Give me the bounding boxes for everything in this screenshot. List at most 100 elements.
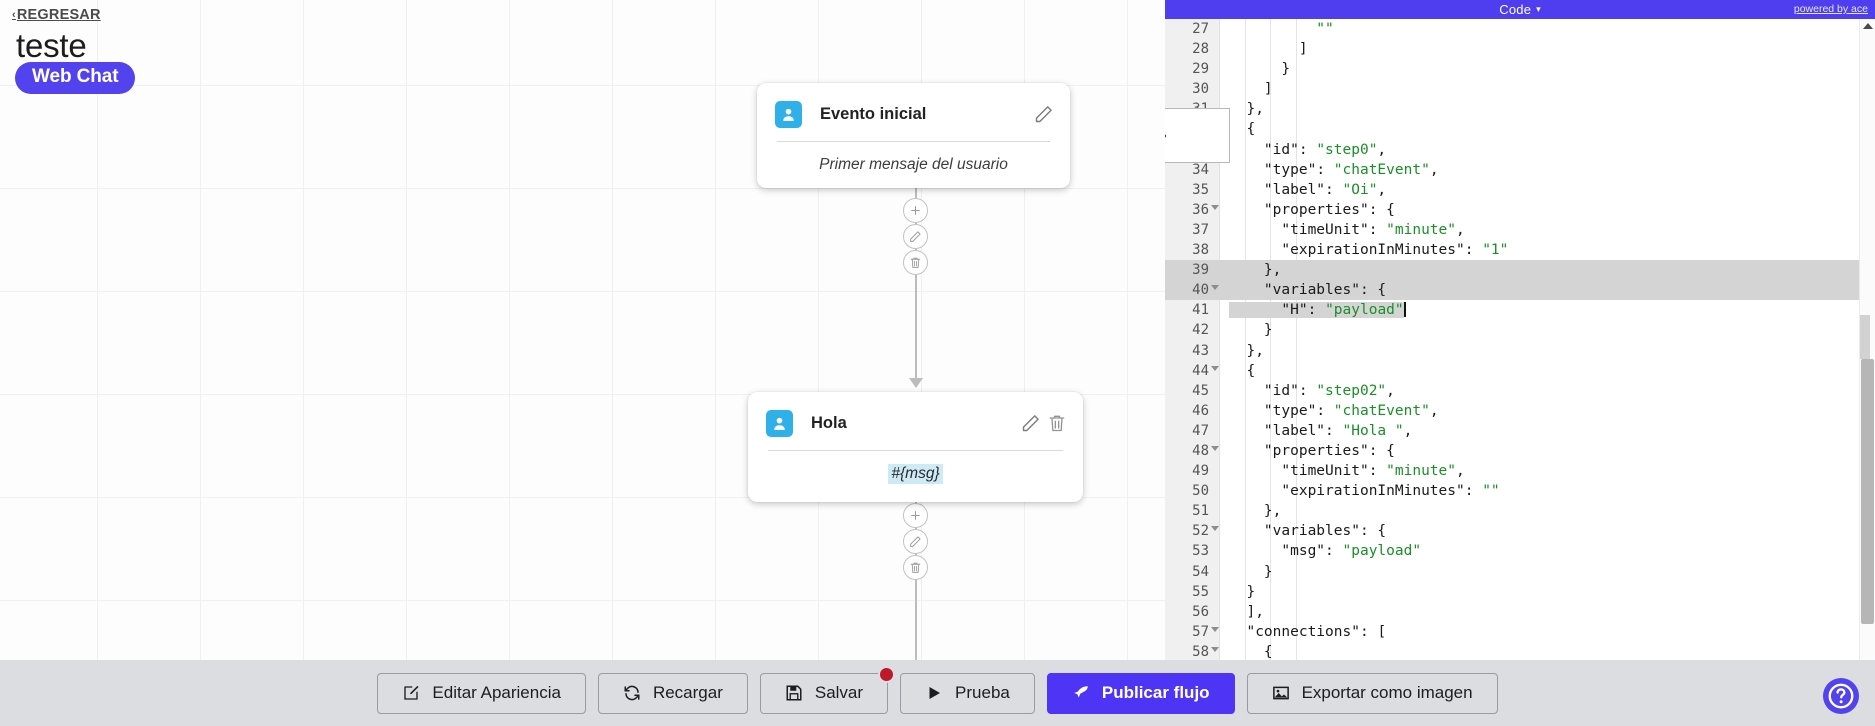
code-line[interactable]: 38 "expirationInMinutes": "1" — [1165, 240, 1875, 260]
export-image-button[interactable]: Exportar como imagen — [1246, 672, 1498, 714]
delete-connection-button[interactable] — [903, 250, 928, 275]
line-number: 43 — [1192, 342, 1209, 359]
code-line[interactable]: 54 } — [1165, 562, 1875, 582]
powered-by-link[interactable]: powered by ace — [1793, 3, 1868, 15]
code-text: } — [1229, 563, 1273, 580]
node-edit-icon[interactable] — [1034, 104, 1054, 124]
back-link[interactable]: ‹ REGRESAR — [12, 7, 101, 23]
refresh-icon — [623, 684, 641, 702]
code-line[interactable]: 56 ], — [1165, 602, 1875, 622]
scrollbar-thumb[interactable] — [1861, 359, 1874, 624]
flow-node-hola[interactable]: Hola #{msg} — [748, 392, 1083, 502]
code-text: "label": "Oi", — [1263, 181, 1387, 198]
save-button[interactable]: Salvar — [759, 665, 896, 714]
code-line[interactable]: 35 "label": "Oi", — [1165, 180, 1875, 200]
line-number: 41 — [1192, 302, 1209, 319]
code-line[interactable]: 28 ] — [1165, 39, 1875, 59]
line-number: 55 — [1192, 583, 1209, 600]
line-number: 37 — [1192, 221, 1209, 238]
code-line[interactable]: 40 "variables": { — [1165, 280, 1875, 301]
code-line[interactable]: 43 }, — [1165, 341, 1875, 361]
code-lines[interactable]: 27 ""28 ]29 }30 ]31 },32 {33 "id": "step… — [1165, 19, 1875, 660]
code-line[interactable]: 55 } — [1165, 582, 1875, 602]
fold-arrow-icon[interactable] — [1211, 365, 1219, 371]
code-editor[interactable]: 27 ""28 ]29 }30 ]31 },32 {33 "id": "step… — [1165, 19, 1875, 660]
code-line[interactable]: 32 { — [1165, 119, 1875, 139]
chevron-down-icon[interactable]: ▾ — [1536, 4, 1541, 14]
node-edit-icon[interactable] — [1021, 413, 1041, 433]
code-line[interactable]: 30 ] — [1165, 79, 1875, 99]
code-line[interactable]: 41 "H": "payload" — [1165, 300, 1875, 320]
line-number: 30 — [1192, 81, 1209, 98]
code-line[interactable]: 48 "properties": { — [1165, 441, 1875, 461]
fold-arrow-icon[interactable] — [1211, 204, 1219, 210]
code-line[interactable]: 36 "properties": { — [1165, 200, 1875, 220]
editor-scrollbar[interactable] — [1859, 19, 1875, 660]
fold-arrow-icon[interactable] — [1211, 646, 1219, 652]
code-line[interactable]: 50 "expirationInMinutes": "" — [1165, 481, 1875, 501]
line-number: 48 — [1192, 442, 1209, 459]
code-line[interactable]: 46 "type": "chatEvent", — [1165, 401, 1875, 421]
code-text: } — [1229, 583, 1256, 600]
code-line[interactable]: 39 }, — [1165, 260, 1875, 281]
code-text: "" — [1229, 21, 1334, 37]
code-line[interactable]: 42 } — [1165, 320, 1875, 340]
fold-arrow-icon[interactable] — [1211, 285, 1219, 291]
code-line[interactable]: 37 "timeUnit": "minute", — [1165, 220, 1875, 240]
code-line[interactable]: 53 "msg": "payload" — [1165, 541, 1875, 561]
channel-badge: Web Chat — [15, 62, 136, 94]
code-text: "variables": { — [1263, 523, 1387, 540]
code-text: }, — [1229, 503, 1282, 520]
add-step-button[interactable] — [903, 503, 928, 528]
fold-arrow-icon[interactable] — [1211, 445, 1219, 451]
node-divider — [768, 450, 1063, 451]
flow-canvas[interactable]: ‹ REGRESAR teste Web Chat — [0, 0, 1165, 660]
code-panel-title[interactable]: Code — [1499, 2, 1532, 17]
code-line[interactable]: 58 { — [1165, 642, 1875, 660]
node-subtitle: Primer mensaje del usuario — [819, 155, 1008, 173]
chevron-right-icon[interactable] — [1165, 108, 1230, 163]
publish-flow-button[interactable]: Publicar flujo — [1046, 672, 1235, 714]
connector-line — [915, 188, 917, 382]
edit-connection-button[interactable] — [903, 224, 928, 249]
code-line[interactable]: 34 "type": "chatEvent", — [1165, 160, 1875, 180]
code-line[interactable]: 33 "id": "step0", — [1165, 140, 1875, 160]
line-number: 53 — [1192, 543, 1209, 560]
line-number: 58 — [1192, 643, 1209, 660]
code-line[interactable]: 52 "variables": { — [1165, 521, 1875, 541]
test-button[interactable]: Prueba — [900, 672, 1035, 714]
code-line[interactable]: 47 "label": "Hola ", — [1165, 421, 1875, 441]
code-text: "connections": [ — [1246, 623, 1387, 640]
code-text: } — [1229, 322, 1273, 339]
fold-arrow-icon[interactable] — [1211, 526, 1219, 532]
indent-guide — [1245, 19, 1246, 660]
reload-button[interactable]: Recargar — [597, 672, 748, 714]
scroll-up-arrow[interactable] — [1863, 23, 1873, 29]
unsaved-changes-badge — [878, 665, 896, 683]
node-delete-icon[interactable] — [1047, 413, 1067, 433]
line-number: 47 — [1192, 422, 1209, 439]
edit-appearance-button[interactable]: Editar Apariencia — [377, 672, 586, 714]
edit-square-icon — [402, 684, 420, 702]
line-number: 57 — [1192, 623, 1209, 640]
code-line[interactable]: 49 "timeUnit": "minute", — [1165, 461, 1875, 481]
code-line[interactable]: 51 }, — [1165, 501, 1875, 521]
question-mark-circle-icon[interactable] — [1823, 678, 1859, 714]
code-line[interactable]: 57 "connections": [ — [1165, 622, 1875, 642]
flow-node-evento-inicial[interactable]: Evento inicial Primer mensaje del usuari… — [757, 83, 1070, 188]
code-line[interactable]: 31 }, — [1165, 99, 1875, 119]
code-line[interactable]: 45 "id": "step02", — [1165, 381, 1875, 401]
node-title: Evento inicial — [820, 104, 927, 123]
code-line[interactable]: 27 "" — [1165, 19, 1875, 39]
add-step-button[interactable] — [903, 198, 928, 223]
edit-connection-button[interactable] — [903, 529, 928, 554]
code-line[interactable]: 44 { — [1165, 361, 1875, 381]
code-line[interactable]: 29 } — [1165, 59, 1875, 79]
node-title: Hola — [811, 413, 847, 432]
code-text: { — [1229, 643, 1273, 660]
delete-connection-button[interactable] — [903, 555, 928, 580]
plus-icon — [911, 511, 920, 520]
line-number: 52 — [1192, 523, 1209, 540]
fold-arrow-icon[interactable] — [1211, 626, 1219, 632]
line-number: 40 — [1192, 282, 1209, 299]
